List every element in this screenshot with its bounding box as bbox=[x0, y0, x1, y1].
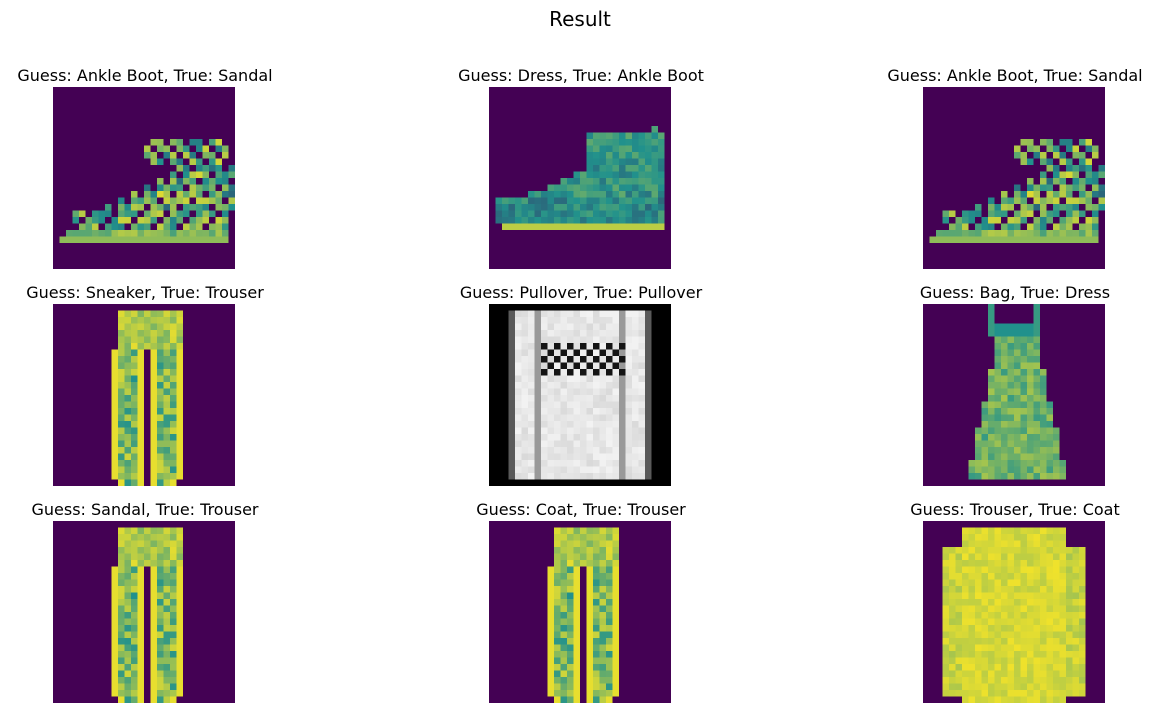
panel-9: Guess: Trouser, True: Coat bbox=[870, 500, 1160, 715]
sandal-image bbox=[923, 87, 1105, 269]
coat-image bbox=[923, 521, 1105, 703]
figure-title: Result bbox=[549, 7, 611, 31]
panel-8: Guess: Coat, True: Trouser bbox=[436, 500, 726, 715]
panel-title: Guess: Sandal, True: Trouser bbox=[31, 500, 259, 519]
panel-title: Guess: Trouser, True: Coat bbox=[910, 500, 1120, 519]
trouser-image bbox=[53, 304, 235, 486]
trouser-image bbox=[53, 521, 235, 703]
panel-4: Guess: Sneaker, True: Trouser bbox=[0, 283, 290, 498]
ankle-boot-image bbox=[489, 87, 671, 269]
panel-title: Guess: Dress, True: Ankle Boot bbox=[458, 66, 704, 85]
pullover-image bbox=[489, 304, 671, 486]
panel-3: Guess: Ankle Boot, True: Sandal bbox=[870, 66, 1160, 281]
panel-1: Guess: Ankle Boot, True: Sandal bbox=[0, 66, 290, 281]
sandal-image bbox=[53, 87, 235, 269]
panel-title: Guess: Coat, True: Trouser bbox=[476, 500, 686, 519]
panel-5: Guess: Pullover, True: Pullover bbox=[436, 283, 726, 498]
dress-image bbox=[923, 304, 1105, 486]
panel-title: Guess: Bag, True: Dress bbox=[919, 283, 1111, 302]
trouser-image bbox=[489, 521, 671, 703]
panel-title: Guess: Ankle Boot, True: Sandal bbox=[17, 66, 273, 85]
panel-6: Guess: Bag, True: Dress bbox=[870, 283, 1160, 498]
panel-title: Guess: Sneaker, True: Trouser bbox=[26, 283, 264, 302]
panel-7: Guess: Sandal, True: Trouser bbox=[0, 500, 290, 715]
panel-title: Guess: Ankle Boot, True: Sandal bbox=[887, 66, 1143, 85]
panel-title: Guess: Pullover, True: Pullover bbox=[459, 283, 703, 302]
panel-2: Guess: Dress, True: Ankle Boot bbox=[436, 66, 726, 281]
